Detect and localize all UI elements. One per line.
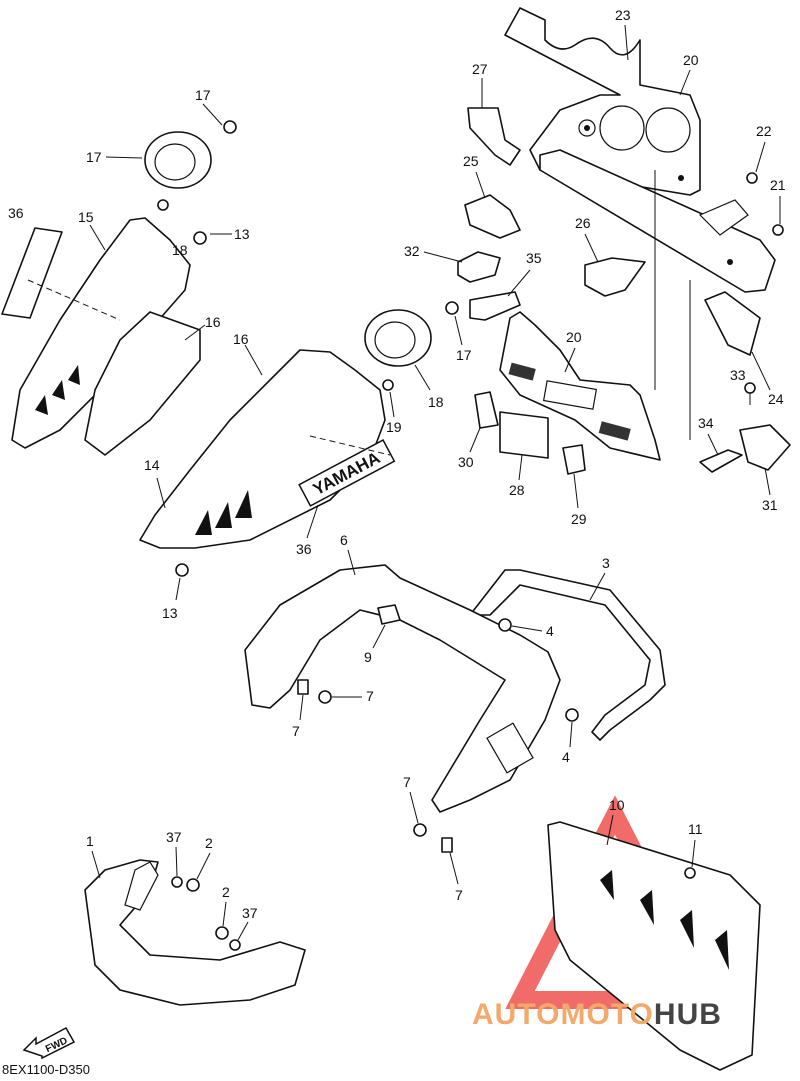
callout-6a: 7 — [366, 688, 374, 704]
callout-27: 27 — [472, 61, 488, 77]
part-3-frame-stay — [469, 569, 666, 741]
part-35-stay — [469, 291, 521, 321]
callout-37a: 37 — [166, 829, 182, 845]
part-17-bolt-b — [445, 301, 459, 315]
part-12-side-cowl — [11, 217, 191, 449]
part-36-decal — [1, 227, 63, 319]
callout-20: 20 — [566, 329, 582, 345]
callout-18a: 18 — [172, 242, 188, 258]
part-19-bracket — [504, 7, 701, 196]
part-8 — [377, 604, 401, 625]
callout-16b: 18 — [428, 394, 444, 410]
part-6-bolt-a — [318, 690, 332, 704]
part-7-nut-a — [297, 679, 309, 695]
callout-2b: 2 — [222, 884, 230, 900]
callout-36a: 36 — [8, 205, 24, 221]
reference-lines — [27, 170, 691, 456]
part-24-side — [704, 291, 761, 356]
callout-35: 35 — [526, 250, 542, 266]
callout-19: 20 — [683, 52, 699, 68]
part-18-nut-b — [382, 379, 394, 391]
part-2-screw-a — [186, 878, 200, 892]
callout-10: 11 — [688, 821, 703, 837]
callout-5: 6 — [340, 532, 348, 548]
watermark-part2: HUB — [653, 998, 722, 1031]
part-9-undercover — [547, 821, 761, 1071]
part-13-bolt-a — [193, 231, 207, 245]
part-18-nut-a — [157, 199, 169, 211]
part-31-bracket — [739, 424, 791, 471]
part-10-rivet — [684, 867, 696, 879]
callout-17a: 17 — [195, 87, 211, 103]
callout-18b: 19 — [386, 419, 402, 435]
part-4-bolt-a — [498, 618, 512, 632]
callout-11: 14 — [144, 457, 160, 473]
callout-1: 1 — [86, 833, 94, 849]
callout-9: 10 — [609, 797, 625, 813]
callout-17b: 17 — [456, 347, 472, 363]
callout-8: 9 — [364, 649, 372, 665]
part-27 — [467, 107, 521, 166]
callout-4a: 4 — [546, 623, 554, 639]
callout-13a: 13 — [234, 226, 250, 242]
callout-12: 15 — [78, 209, 94, 225]
fwd-arrow-icon: FWD — [22, 1026, 76, 1060]
callout-29: 29 — [571, 511, 587, 527]
part-7-nut-b — [441, 837, 453, 853]
part-17-bolt-a — [223, 120, 237, 134]
part-22-bolt — [746, 172, 758, 184]
part-15-inner — [84, 311, 201, 456]
callouts: 17 17 36 15 13 18 16 16 14 13 36 19 18 1… — [8, 7, 786, 941]
callout-13b: 13 — [162, 605, 178, 621]
part-26 — [584, 257, 646, 297]
part-24-beam — [539, 149, 776, 293]
callout-26: 26 — [575, 215, 591, 231]
part-5-panel — [244, 564, 561, 813]
callout-30: 30 — [458, 454, 474, 470]
part-2-screw-b — [215, 926, 229, 940]
part-28-plate — [499, 411, 549, 459]
callout-15: 16 — [205, 314, 221, 330]
part-1-lower-cowl — [84, 859, 306, 1006]
callout-33: 33 — [730, 367, 746, 383]
callout-7a: 7 — [292, 723, 300, 739]
part-20-duct — [499, 311, 661, 461]
part-37-washer-a — [171, 876, 183, 888]
callout-4b: 4 — [562, 749, 570, 765]
callout-28: 28 — [509, 482, 525, 498]
callout-7b: 7 — [455, 887, 463, 903]
part-34-stay — [699, 449, 743, 473]
drawing-code: 8EX1100-D350 — [2, 1062, 90, 1077]
part-32-bracket — [457, 251, 501, 283]
callout-6b: 7 — [403, 774, 411, 790]
part-16-right — [364, 309, 432, 367]
callout-32: 32 — [404, 243, 420, 259]
callout-31: 31 — [762, 497, 778, 513]
callout-22: 22 — [756, 123, 772, 139]
part-4-bolt-b — [565, 708, 579, 722]
callout-25: 25 — [463, 153, 479, 169]
watermark-part1: AUTOMOTO — [472, 998, 654, 1031]
callout-2a: 2 — [205, 835, 213, 851]
callout-37b: 37 — [242, 905, 258, 921]
callout-36b: 36 — [296, 541, 312, 557]
part-13-bolt-b — [175, 563, 189, 577]
callout-24: 24 — [768, 391, 784, 407]
callout-21: 21 — [770, 177, 786, 193]
callout-3: 3 — [602, 555, 610, 571]
part-33-bolt — [744, 382, 756, 405]
part-25 — [464, 194, 521, 239]
part-37-washer-b — [229, 939, 241, 951]
part-16-left — [144, 131, 212, 189]
part-30 — [474, 391, 499, 429]
callout-14: 16 — [233, 331, 249, 347]
part-21-rivet — [772, 224, 784, 236]
part-6-bolt-b — [413, 823, 427, 837]
callout-34: 34 — [698, 415, 714, 431]
part-29 — [562, 444, 586, 475]
callout-23: 23 — [615, 7, 631, 23]
callout-16a: 17 — [86, 149, 102, 165]
watermark-text: AUTOMOTOHUB — [472, 998, 722, 1032]
